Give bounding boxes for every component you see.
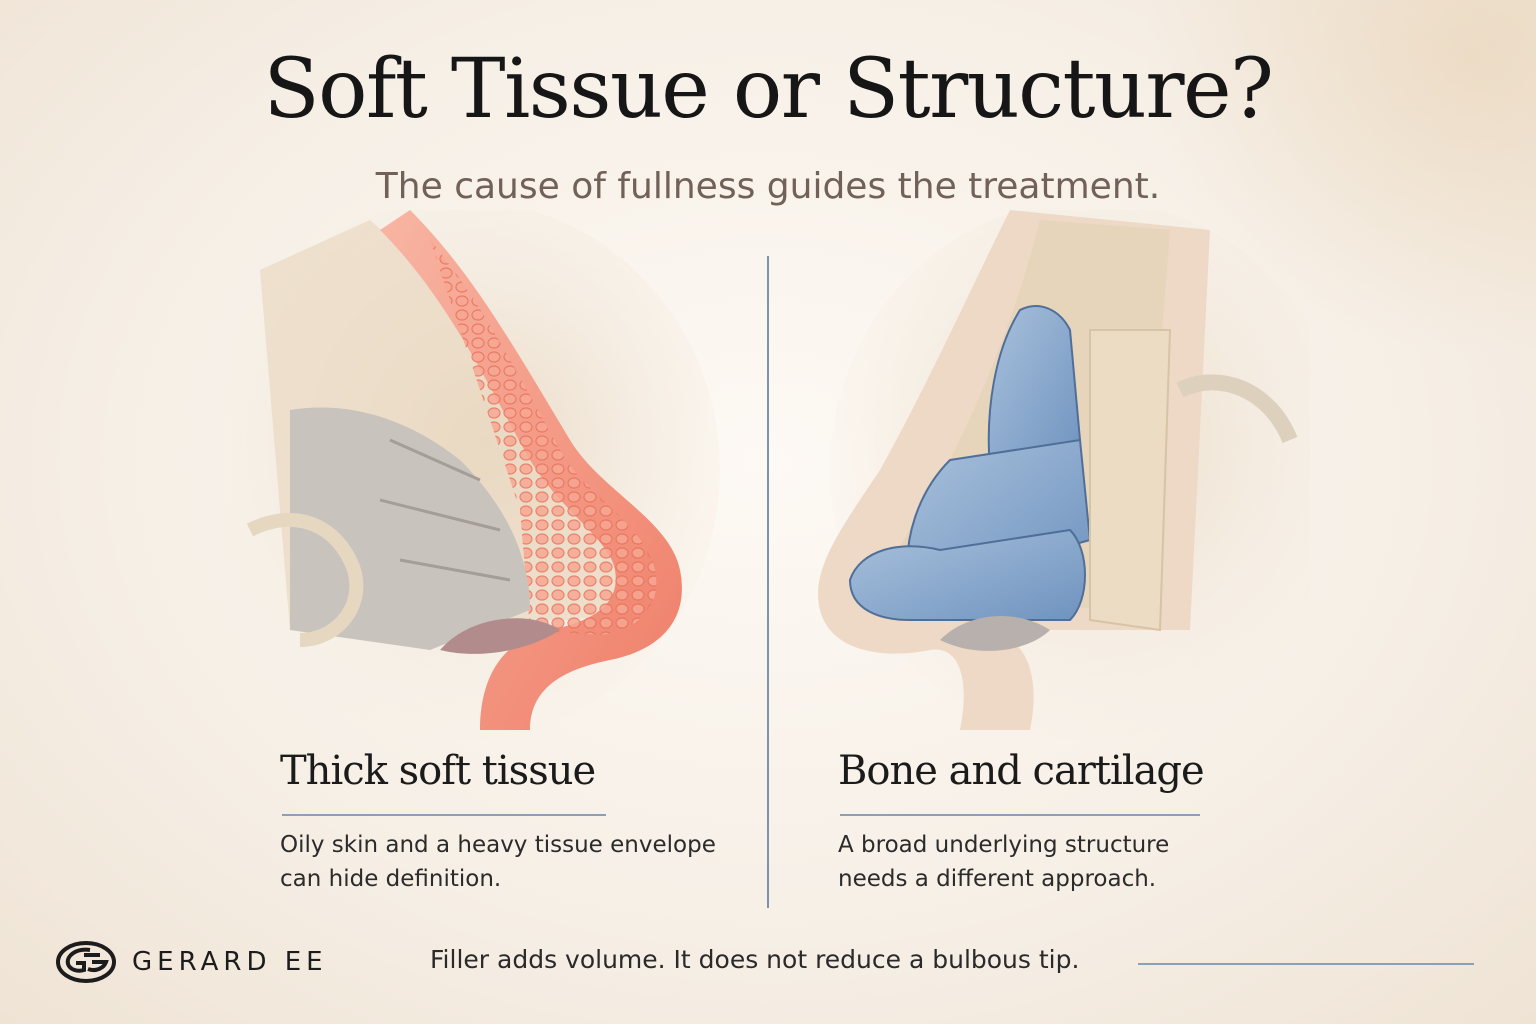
brand-name: GERARD EE (132, 947, 328, 977)
page-subtitle: The cause of fullness guides the treatme… (375, 166, 1161, 207)
panel-title-soft-tissue: Thick soft tissue (280, 748, 596, 794)
footer-rule (1138, 963, 1474, 965)
cartilage-nose-illustration (818, 210, 1310, 740)
panel-underline-soft-tissue (282, 814, 606, 816)
center-divider (767, 256, 769, 908)
panel-title-cartilage: Bone and cartilage (838, 748, 1205, 794)
page-title: Soft Tissue or Structure? (263, 42, 1274, 137)
panel-underline-cartilage (840, 814, 1200, 816)
panel-description-soft-tissue: Oily skin and a heavy tissue envelope ca… (280, 828, 716, 896)
ge-monogram-icon (56, 941, 116, 983)
brand-logo: GERARD EE (54, 940, 328, 984)
panel-description-cartilage: A broad underlying structure needs a dif… (838, 828, 1169, 896)
soft-tissue-nose-illustration (230, 210, 720, 740)
description-line: needs a different approach. (838, 866, 1157, 892)
description-line: can hide definition. (280, 866, 502, 892)
footer-note: Filler adds volume. It does not reduce a… (430, 945, 1080, 974)
description-line: A broad underlying structure (838, 832, 1170, 858)
description-line: Oily skin and a heavy tissue envelope (280, 832, 716, 858)
